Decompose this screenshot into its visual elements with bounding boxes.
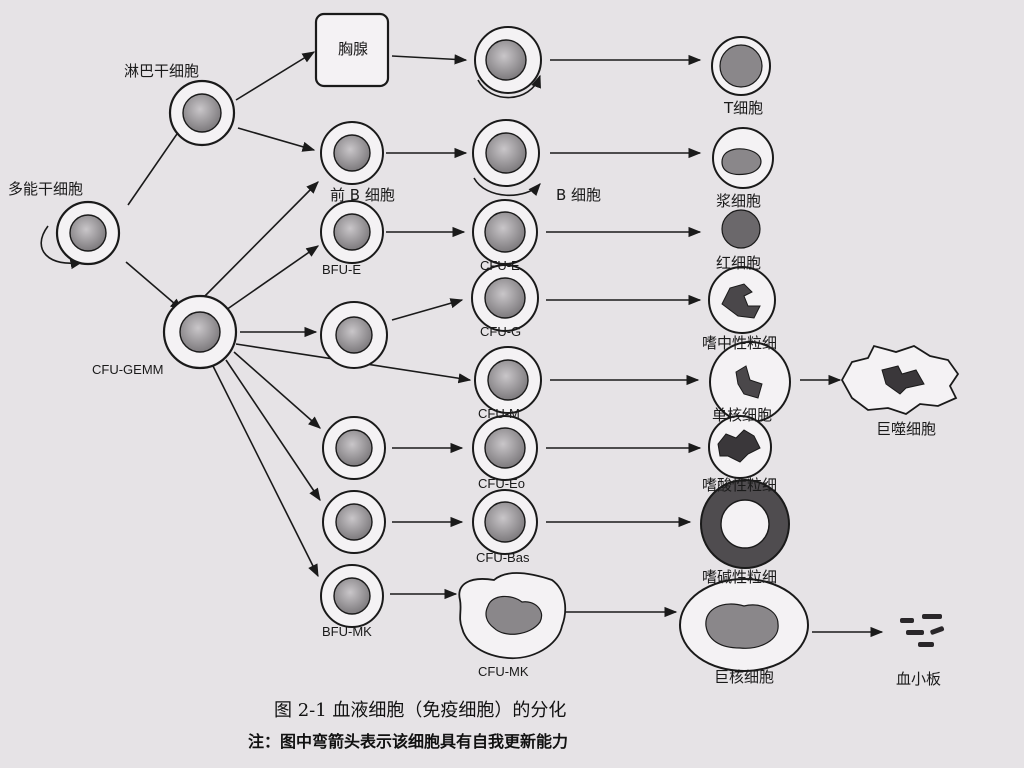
basophil-cell <box>700 479 790 569</box>
pre-b-cell <box>320 121 384 185</box>
label-monocyte: 单核细胞 <box>712 406 773 424</box>
arrow-gm-to-cfug <box>391 298 464 321</box>
label-cfu-e: CFU-E <box>480 258 520 273</box>
label-cfu-bas: CFU-Bas <box>476 550 530 565</box>
label-pluripotent-stem-cell: 多能干细胞 <box>8 180 84 198</box>
label-red-blood-cell: 红细胞 <box>716 254 762 272</box>
label-bfu-mk: BFU-MK <box>322 624 372 639</box>
t-cell <box>711 36 771 96</box>
megakaryocyte-cell <box>679 578 809 672</box>
neutrophil-cell <box>708 266 776 334</box>
cells <box>55 12 960 672</box>
thymus-box <box>314 12 390 88</box>
arrow-lymphoid-to-thymus <box>235 51 316 101</box>
b-cell <box>472 119 540 187</box>
label-cfu-mk: CFU-MK <box>478 664 529 679</box>
arrow-gemm-to-preb <box>195 181 319 306</box>
eosinophil-cell <box>708 415 772 479</box>
label-macrophage: 巨噬细胞 <box>876 420 937 438</box>
arrow-gemm-to-bfue <box>225 245 320 311</box>
plasma-cell <box>712 127 774 189</box>
self-renewal-arrow-b <box>473 177 541 197</box>
self-renewal-arrow-t <box>477 74 541 99</box>
label-cfu-g: CFU-G <box>480 324 522 339</box>
arrow-gemm-to-eo <box>233 351 321 429</box>
figure-caption-title: 图 2-1 血液细胞（免疫细胞）的分化 <box>274 700 567 721</box>
figure-caption-note: 注：图中弯箭头表示该细胞具有自我更新能力 <box>248 732 569 751</box>
lymphoid-stem-cell <box>168 79 236 147</box>
bas-precursor-cell <box>322 490 386 554</box>
label-neutrophil: 嗜中性粒细 <box>702 334 778 352</box>
cfu-g-cell <box>471 264 539 332</box>
pluripotent-stem-cell <box>55 200 121 266</box>
cfu-gemm-cell <box>162 294 238 370</box>
red-blood-cell <box>721 209 761 249</box>
cfu-e-cell <box>472 199 538 265</box>
bfu-mk-cell <box>320 564 384 628</box>
cfu-eo-cell <box>472 415 538 481</box>
macrophage-cell <box>840 344 960 415</box>
label-bfu-e: BFU-E <box>322 262 361 277</box>
t-precursor-cell <box>474 26 542 94</box>
gm-progenitor-cell <box>320 301 388 369</box>
cfu-mk-cell <box>458 572 567 659</box>
arrow-gemm-to-bas <box>225 359 321 502</box>
cfu-bas-cell <box>472 489 538 555</box>
label-megakaryocyte: 巨核细胞 <box>714 668 775 686</box>
label-t-cell: T细胞 <box>724 99 764 117</box>
self-renewal-arrows <box>40 74 541 270</box>
arrow-lymphoid-to-preb <box>237 127 316 152</box>
label-cfu-gemm: CFU-GEMM <box>92 362 164 377</box>
label-platelet: 血小板 <box>896 670 942 688</box>
monocyte-cell <box>709 341 791 423</box>
bfu-e-cell <box>320 200 384 264</box>
arrow-thymus-to-tprecursor <box>391 54 468 65</box>
arrow-gemm-to-bfumk <box>211 363 319 578</box>
label-pre-b-cell: 前 B 细胞 <box>330 186 395 204</box>
label-cfu-m: CFU-M <box>478 406 520 421</box>
cfu-m-cell <box>474 346 542 414</box>
label-cfu-eo: CFU-Eo <box>478 476 525 491</box>
arrows <box>125 51 884 638</box>
self-renewal-arrow-stem <box>40 225 84 270</box>
label-eosinophil: 嗜酸性粒细 <box>702 476 778 494</box>
label-plasma-cell: 浆细胞 <box>716 192 762 210</box>
eo-precursor-cell <box>322 416 386 480</box>
arrow-stem-to-cfu-gemm <box>125 261 183 311</box>
label-thymus: 胸腺 <box>338 40 369 58</box>
label-lymphoid-stem-cell: 淋巴干细胞 <box>124 62 200 80</box>
label-basophil: 嗜碱性粒细 <box>702 568 778 586</box>
label-b-cell: B 细胞 <box>556 186 602 204</box>
platelets <box>900 614 945 647</box>
